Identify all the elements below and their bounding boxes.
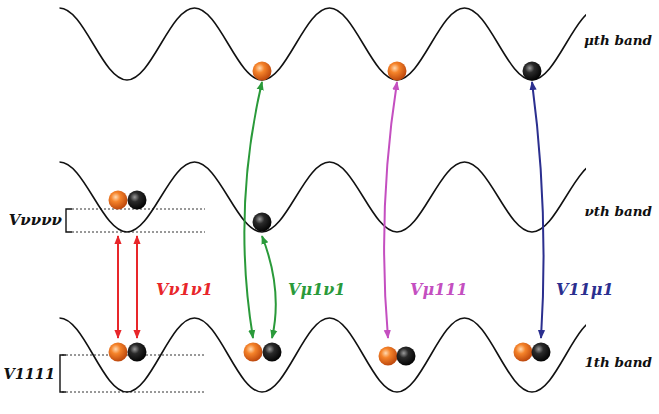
interaction-arrow bbox=[384, 82, 397, 338]
level-lines bbox=[62, 209, 205, 392]
energy-brackets bbox=[60, 209, 72, 392]
energy-label: Vνννν bbox=[9, 210, 62, 230]
interaction-arrow bbox=[262, 236, 276, 338]
interaction-label: Vμ1ν1 bbox=[288, 280, 346, 300]
band-node: μth band bbox=[40, 0, 659, 82]
energy-label: V1111 bbox=[3, 364, 55, 384]
interaction-arrow bbox=[136, 236, 138, 338]
interaction-arrow bbox=[117, 236, 119, 338]
interaction-label: Vν1ν1 bbox=[156, 280, 213, 300]
band-potentials bbox=[60, 8, 587, 392]
band-node: νth band bbox=[40, 150, 659, 236]
particles bbox=[109, 62, 551, 366]
band-label: μth band bbox=[584, 30, 652, 50]
band-label: 1th band bbox=[584, 352, 652, 372]
interaction-label: V11μ1 bbox=[556, 280, 614, 300]
interaction-arrow bbox=[532, 82, 544, 338]
band-label: νth band bbox=[584, 201, 652, 221]
band-node: 1th band bbox=[40, 338, 659, 404]
interaction-arrow bbox=[244, 82, 262, 338]
interaction-label: Vμ111 bbox=[410, 280, 468, 300]
